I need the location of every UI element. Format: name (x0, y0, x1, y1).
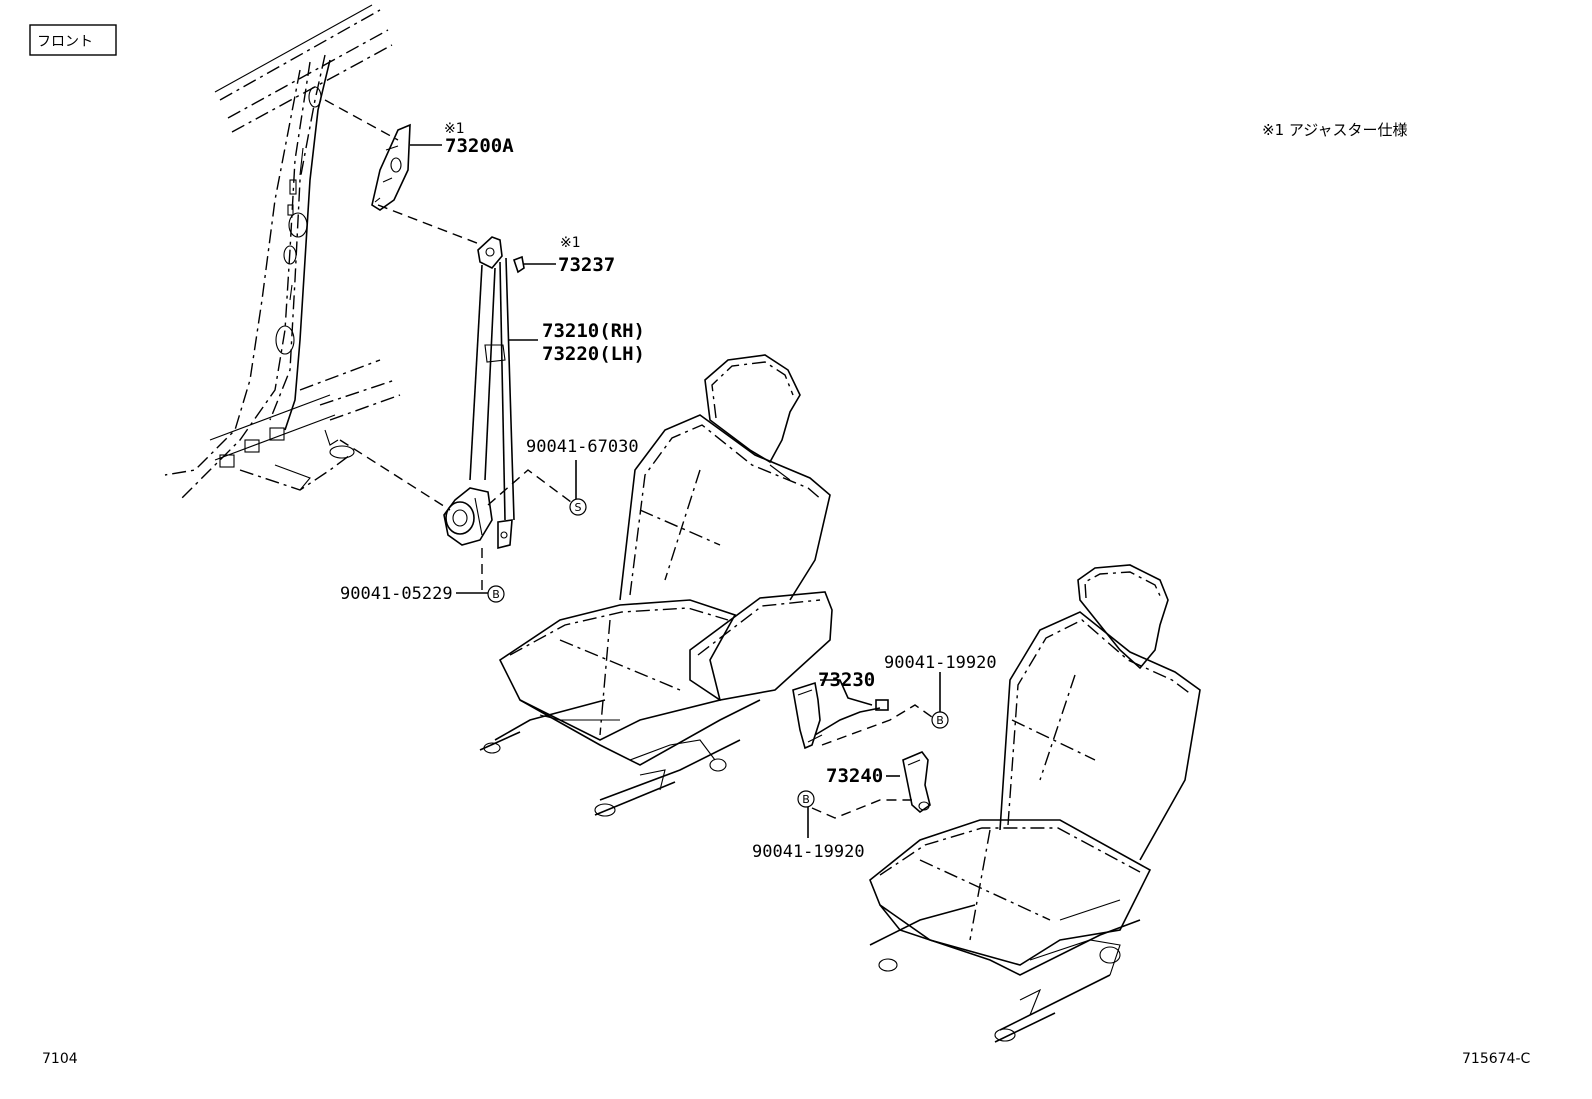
callout-73200a: ※1 73200A (444, 121, 514, 157)
b-pillar-body (164, 4, 401, 501)
seat-belt-assembly (443, 236, 525, 550)
part-73210-rh: 73210(RH) (542, 320, 645, 342)
part-73220-lh: 73220(LH) (542, 343, 645, 365)
adjuster-mark: ※1 (444, 121, 465, 137)
shoulder-adjuster (371, 123, 411, 211)
callout-90041-05229: 90041-05229 B (340, 584, 505, 604)
callout-73237: ※1 73237 (558, 235, 615, 276)
callout-90041-67030: 90041-67030 S (526, 437, 639, 516)
callout-73210-73220: 73210(RH) 73220(LH) (542, 320, 645, 365)
page-number-right: 715674-C (1462, 1051, 1530, 1067)
part-90041-19920-a: 90041-19920 (884, 653, 997, 673)
callout-73230: 73230 (818, 669, 875, 691)
part-90041-67030: 90041-67030 (526, 437, 639, 457)
front-label: フロント (37, 34, 93, 50)
bolt-symbol-b-1: B (492, 588, 500, 601)
part-73200a: 73200A (445, 135, 514, 157)
bolt-mark: ※1 (560, 235, 581, 251)
part-73240: 73240 (826, 765, 883, 787)
bolt-symbol-b-3: B (802, 793, 810, 806)
part-90041-19920-b: 90041-19920 (752, 842, 865, 862)
seat-left (479, 354, 833, 817)
part-73237: 73237 (558, 254, 615, 276)
bolt-symbol-b-2: B (936, 714, 944, 727)
part-90041-05229: 90041-05229 (340, 584, 453, 604)
part-73230: 73230 (818, 669, 875, 691)
seat-right (869, 564, 1201, 1043)
screw-symbol-s: S (575, 501, 582, 514)
callout-73240: 73240 (826, 765, 883, 787)
front-indicator: フロント (29, 24, 117, 56)
callout-leaders (410, 144, 941, 838)
buckle-73230 (792, 681, 889, 750)
callout-90041-19920-bottom: B 90041-19920 (752, 790, 865, 862)
page-number-left: 7104 (42, 1051, 78, 1067)
callout-90041-19920-top: 90041-19920 B (884, 653, 997, 729)
adjuster-note: ※1 アジャスター仕様 (1262, 121, 1408, 139)
buckle-73240 (902, 751, 931, 814)
